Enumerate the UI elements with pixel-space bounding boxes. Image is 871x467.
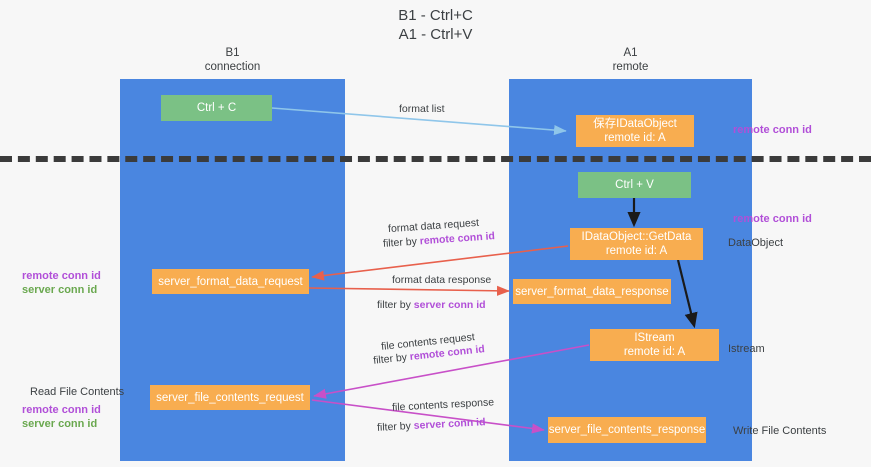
filter-key-server-conn-id: server conn id [413, 299, 486, 311]
edge-getdata-to-istream [676, 259, 698, 329]
node-idataobject-getdata-label: IDataObject::GetData [581, 231, 692, 243]
edge-format-list [271, 107, 567, 136]
filter-prefix: filter by [377, 299, 414, 311]
column-header-b1-line2: connection [204, 61, 261, 73]
edge-format-data-request [311, 245, 569, 281]
side-label-left-remote-conn-id-bottom: remote conn id [22, 404, 101, 416]
node-ctrl-c[interactable]: Ctrl + C [161, 95, 272, 121]
side-label-right-write-file-contents: Write File Contents [733, 425, 827, 437]
title-line-2: A1 - Ctrl+V [398, 26, 473, 43]
side-label-right-remote-conn-id-mid: remote conn id [733, 213, 812, 225]
node-save-idataobject[interactable]: 保存IDataObject remote id: A [576, 115, 694, 147]
side-label-right-dataobject: DataObject [728, 237, 784, 249]
edge-label-format-list: format list [399, 103, 445, 115]
node-server-format-data-response[interactable]: server_format_data_response [513, 279, 671, 304]
node-server-format-data-response-label: server_format_data_response [515, 285, 669, 298]
node-istream[interactable]: IStream remote id: A [590, 329, 719, 361]
filter-prefix: filter by [376, 419, 415, 434]
side-label-right-istream: Istream [728, 343, 765, 355]
side-label-left-remote-conn-id-mid: remote conn id [22, 270, 101, 282]
node-ctrl-v[interactable]: Ctrl + V [578, 172, 691, 198]
column-header-b1: B1 connection [120, 46, 345, 74]
phase-divider [0, 156, 871, 162]
node-server-file-contents-request-label: server_file_contents_request [156, 391, 304, 404]
node-istream-sub: remote id: A [623, 346, 686, 358]
column-header-a1-line1: A1 [623, 47, 638, 59]
side-label-left-conn-ids-bottom: remote conn id server conn id [22, 403, 101, 431]
filter-key-server-conn-id: server conn id [413, 416, 486, 432]
side-label-left-server-conn-id-bottom: server conn id [22, 418, 98, 430]
edge-format-data-response [308, 285, 510, 296]
side-label-left-read-file-contents: Read File Contents [30, 386, 125, 398]
title-line-1: B1 - Ctrl+C [398, 7, 473, 24]
edge-label-format-data-response-filter: filter by server conn id [377, 299, 486, 312]
column-header-a1: A1 remote [509, 46, 752, 74]
side-label-left-server-conn-id-mid: server conn id [22, 284, 98, 296]
edge-label-format-data-response: format data response [392, 274, 492, 286]
node-idataobject-getdata[interactable]: IDataObject::GetData remote id: A [570, 228, 703, 260]
node-server-file-contents-request[interactable]: server_file_contents_request [150, 385, 310, 410]
column-header-a1-line2: remote [612, 61, 649, 73]
column-header-b1-line1: B1 [225, 47, 240, 59]
node-server-format-data-request-label: server_format_data_request [158, 275, 303, 288]
node-save-idataobject-sub: remote id: A [604, 132, 666, 144]
filter-prefix: filter by [372, 351, 411, 367]
node-ctrl-v-label: Ctrl + V [615, 179, 654, 191]
filter-prefix: filter by [382, 235, 421, 250]
node-server-file-contents-response-label: server_file_contents_response [548, 424, 706, 436]
node-save-idataobject-label: 保存IDataObject [593, 118, 677, 130]
side-label-right-remote-conn-id-top: remote conn id [733, 124, 812, 136]
node-server-file-contents-response[interactable]: server_file_contents_response [548, 417, 706, 443]
node-server-format-data-request[interactable]: server_format_data_request [152, 269, 309, 294]
edge-file-contents-request [313, 344, 590, 399]
edge-file-contents-response [311, 399, 545, 434]
side-label-left-conn-ids-mid: remote conn id server conn id [22, 269, 101, 297]
node-idataobject-getdata-sub: remote id: A [605, 245, 668, 257]
page-title: B1 - Ctrl+C A1 - Ctrl+V [0, 6, 871, 44]
node-ctrl-c-label: Ctrl + C [196, 102, 237, 114]
node-istream-label: IStream [634, 332, 675, 344]
